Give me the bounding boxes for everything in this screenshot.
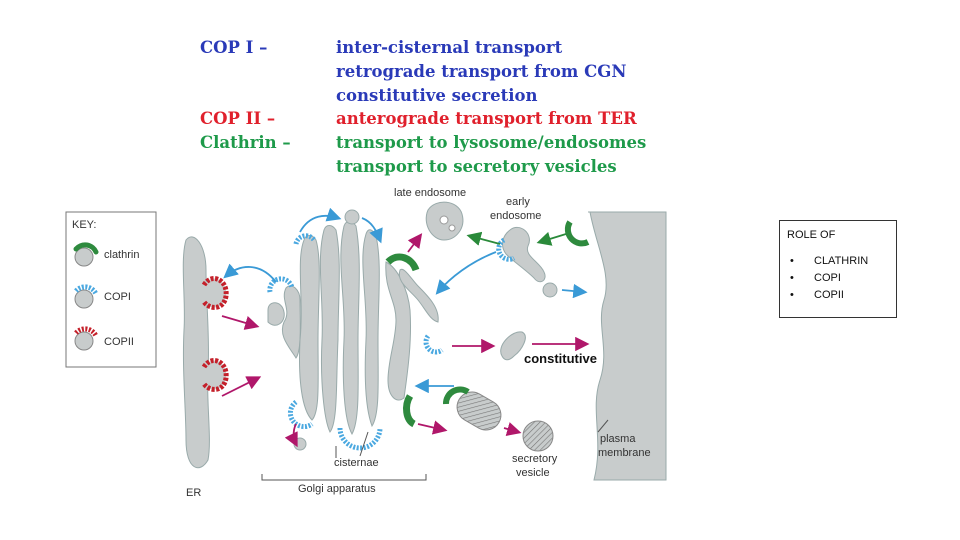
er-membrane <box>182 236 210 469</box>
tgn-clathrin-coat-2 <box>403 394 417 428</box>
golgi-copi-coat-4 <box>337 427 383 451</box>
copi-role-3: constitutive secretion <box>336 86 538 105</box>
role-item-label: COPII <box>814 289 844 301</box>
golgi-copi-coat-2 <box>267 276 295 293</box>
label-secretory-1: secretory <box>512 453 558 465</box>
transport-arrows <box>221 207 590 448</box>
role-item-copi: •COPI <box>790 272 841 284</box>
copii-coat-icon <box>74 326 99 351</box>
clathrin-label: Clathrin – <box>200 133 291 152</box>
er-copii-bud-1 <box>201 276 229 310</box>
label-er: ER <box>186 487 201 499</box>
key-title: KEY: <box>72 219 96 231</box>
golgi-copi-coat-1 <box>293 233 317 245</box>
constitutive-vesicle <box>500 331 526 361</box>
role-item-copii: •COPII <box>790 289 844 301</box>
role-item-label: COPI <box>814 272 841 284</box>
secretory-granule <box>443 386 502 431</box>
label-golgi-apparatus: Golgi apparatus <box>298 483 376 495</box>
label-early-endosome-1: early <box>506 196 530 208</box>
copi-role-2: retrograde transport from CGN <box>336 62 627 81</box>
recycling-vesicle <box>542 282 558 298</box>
copii-label: COP II – <box>200 109 276 128</box>
role-box-title: ROLE OF <box>787 229 836 241</box>
golgi-copi-coat-5 <box>423 334 444 355</box>
golgi-stack <box>267 221 439 436</box>
role-item-clathrin: •CLATHRIN <box>790 255 869 267</box>
copii-role-1: anterograde transport from TER <box>336 109 637 128</box>
clathrin-coat-icon <box>73 242 99 267</box>
copi-role-1: inter-cisternal transport <box>336 38 563 57</box>
role-list: •CLATHRIN •COPI •COPII <box>780 253 868 304</box>
golgi-vesicle-top <box>344 209 360 225</box>
golgi-copi-coat-3 <box>287 399 314 430</box>
label-late-endosome: late endosome <box>394 187 466 199</box>
key-copii-label: COPII <box>104 336 134 348</box>
plasma-membrane <box>588 211 667 481</box>
secretory-vesicle <box>522 420 554 452</box>
label-membrane: membrane <box>598 447 651 459</box>
label-plasma: plasma <box>600 433 636 445</box>
key-panel: KEY: clathrin COPI COPII <box>65 211 157 368</box>
label-cisternae: cisternae <box>334 457 379 469</box>
tgn-clathrin-coat-1 <box>385 253 420 272</box>
clathrin-role-2: transport to secretory vesicles <box>336 157 617 176</box>
clathrin-role-1: transport to lysosome/endosomes <box>336 133 647 152</box>
golgi-bracket <box>261 474 427 481</box>
membrane-clathrin-coat <box>564 220 590 247</box>
copi-coat-icon <box>74 284 99 309</box>
early-endosome <box>502 226 546 283</box>
er-copii-bud-2 <box>201 358 229 392</box>
key-copi-label: COPI <box>104 291 131 303</box>
label-secretory-2: vesicle <box>516 467 550 479</box>
copi-label: COP I – <box>200 38 268 57</box>
label-early-endosome-2: endosome <box>490 210 541 222</box>
label-constitutive: constitutive <box>524 351 597 366</box>
role-item-label: CLATHRIN <box>814 255 869 267</box>
key-clathrin-label: clathrin <box>104 249 139 261</box>
role-of-box: ROLE OF •CLATHRIN •COPI •COPII <box>779 220 897 318</box>
